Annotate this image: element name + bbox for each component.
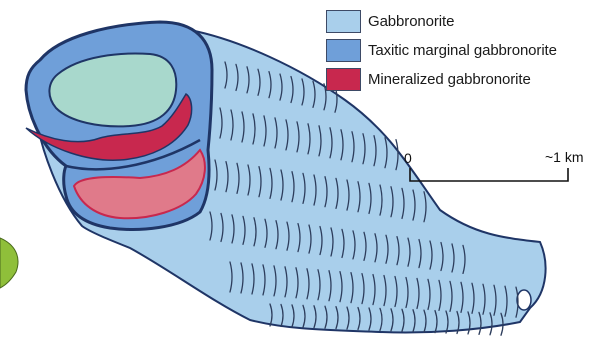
- legend-label: Mineralized gabbronorite: [368, 71, 531, 88]
- tail-end-opening: [517, 290, 531, 310]
- legend-label: Gabbronorite: [368, 13, 454, 30]
- legend-item-mineralized: Mineralized gabbronorite: [326, 65, 557, 94]
- legend-swatch-gabbronorite: [326, 10, 361, 33]
- legend-item-gabbronorite: Gabbronorite: [326, 7, 557, 36]
- legend-swatch-mineralized: [326, 68, 361, 91]
- scale-end-label: ~1 km: [545, 149, 584, 165]
- legend-item-taxitic: Taxitic marginal gabbronorite: [326, 36, 557, 65]
- plant-leaf: [0, 238, 18, 288]
- scale-bar: [410, 168, 568, 181]
- scale-start-label: 0: [404, 150, 412, 166]
- legend: Gabbronorite Taxitic marginal gabbronori…: [326, 7, 557, 94]
- legend-swatch-taxitic: [326, 39, 361, 62]
- legend-label: Taxitic marginal gabbronorite: [368, 42, 557, 59]
